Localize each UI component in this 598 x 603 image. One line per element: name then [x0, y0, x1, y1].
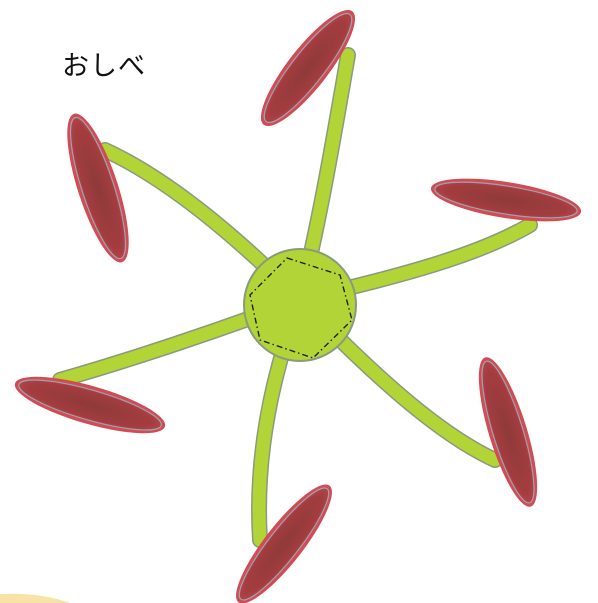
anther-lower-right — [467, 352, 549, 512]
anther-upper-left — [55, 108, 141, 269]
anther-upper-right — [428, 170, 584, 229]
anther-bottom — [223, 474, 344, 603]
corner-glow — [0, 594, 70, 603]
center-hub — [244, 249, 356, 361]
